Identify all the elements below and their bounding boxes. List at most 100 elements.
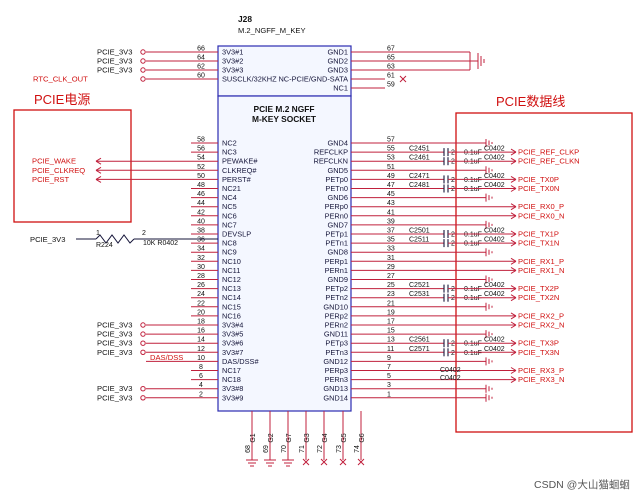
right-pin-59-number: 59 — [387, 82, 395, 89]
left-pin-14-net-port — [140, 340, 146, 346]
right-pin-39-gnd-symbol — [485, 220, 493, 229]
right-pin-27-name: GND9 — [327, 275, 348, 284]
left-pin-16-number: 16 — [197, 328, 205, 335]
left-pin-22-number: 22 — [197, 300, 205, 307]
right-pin-35-net-label: PCIE_TX1N — [518, 239, 559, 248]
right-pin-43-name: PERp0 — [325, 202, 348, 211]
right-pin-9-number: 9 — [387, 355, 391, 362]
right-pin-11-cap-ref: C2571 — [409, 346, 430, 353]
right-pin-55-cap-value: 0.1uF — [464, 150, 482, 157]
right-pin-13-cap-pin2: 2 — [451, 341, 455, 348]
left-pin-20-number: 20 — [197, 309, 205, 316]
left-pin-64-net-label: PCIE_3V3 — [97, 57, 132, 66]
right-pin-27-gnd-symbol — [485, 275, 493, 284]
right-pin-49-cap-package: C0402 — [484, 173, 505, 180]
left-pin-64-name: 3V3#2 — [222, 57, 243, 66]
right-pin-29-net-arrow — [510, 266, 517, 274]
bottom-pin-73-name: G5 — [341, 433, 348, 442]
bottom-pin-69-number: 69 — [263, 445, 270, 453]
left-pin-50-number: 50 — [197, 173, 205, 180]
right-pin-35-name: PETn1 — [325, 239, 348, 248]
bottom-pin-68-name: G1 — [250, 433, 257, 442]
right-pin-35-cap-value: 0.1uF — [464, 241, 482, 248]
data-lines-group-box — [455, 112, 633, 433]
bottom-pin-73-number: 73 — [336, 445, 343, 453]
right-pin-5-net-arrow — [510, 376, 517, 384]
right-pin-15-name: GND11 — [324, 330, 348, 339]
bottom-pin-74-number: 74 — [354, 445, 361, 453]
left-pin-14-number: 14 — [197, 337, 205, 344]
right-pin-3-gnd-symbol — [485, 384, 493, 393]
right-pin-37-cap-value: 0.1uF — [464, 232, 482, 239]
right-pin-41-number: 41 — [387, 209, 395, 216]
left-pin-16-net-label: PCIE_3V3 — [97, 330, 132, 339]
cap-package-extra-2: C0402 — [440, 375, 461, 382]
bottom-pin-71-no-connect — [302, 458, 310, 466]
right-pin-61-number: 61 — [387, 73, 395, 80]
left-pin-26-number: 26 — [197, 282, 205, 289]
right-pin-53-number: 53 — [387, 155, 395, 162]
right-pin-13-cap-package: C0402 — [484, 337, 505, 344]
right-pin-29-net-label: PCIE_RX1_N — [518, 266, 564, 275]
right-pin-25-net-label: PCIE_TX2P — [518, 284, 559, 293]
left-pin-18-name: 3V3#4 — [222, 321, 243, 330]
body-title-line-1: PCIE M.2 NGFF — [254, 104, 315, 114]
right-pin-35-cap-pin2: 2 — [451, 241, 455, 248]
left-pin-58-number: 58 — [197, 137, 205, 144]
left-pin-4-name: 3V3#8 — [222, 384, 243, 393]
left-pin-50-net-arrow — [95, 175, 102, 183]
right-pin-43-net-label: PCIE_RX0_P — [518, 202, 564, 211]
left-pin-64-number: 64 — [197, 55, 205, 62]
right-pin-25-net-arrow — [510, 285, 517, 293]
right-pin-51-number: 51 — [387, 164, 395, 171]
right-pin-19-net-label: PCIE_RX2_P — [518, 311, 564, 320]
left-pin-56-number: 56 — [197, 146, 205, 153]
left-pin-42-number: 42 — [197, 209, 205, 216]
left-pin-12-name: 3V3#7 — [222, 348, 243, 357]
left-pin-66-net-label: PCIE_3V3 — [97, 48, 132, 57]
right-pin-57-number: 57 — [387, 137, 395, 144]
right-pin-19-number: 19 — [387, 309, 395, 316]
left-pin-10-number: 10 — [197, 355, 205, 362]
left-pin-20-name: NC16 — [222, 311, 241, 320]
right-pin-37-number: 37 — [387, 228, 395, 235]
right-pin-31-net-label: PCIE_RX1_P — [518, 257, 564, 266]
right-pin-57-gnd-symbol — [485, 139, 493, 147]
cap-package-extra-1: C0402 — [440, 367, 461, 374]
bottom-pin-69-name: G2 — [268, 433, 275, 442]
left-pin-48-number: 48 — [197, 182, 205, 189]
right-pin-21-name: GND10 — [323, 302, 348, 311]
right-pin-25-cap-package: C0402 — [484, 282, 505, 289]
left-pin-10-name: DAS/DSS# — [222, 357, 259, 366]
left-pin-24-number: 24 — [197, 291, 205, 298]
right-pin-13-net-label: PCIE_TX3P — [518, 339, 559, 348]
left-pin-34-name: NC9 — [222, 248, 237, 257]
left-pin-54-number: 54 — [197, 155, 205, 162]
right-pin-13-net-arrow — [510, 339, 517, 347]
left-pin-60-net-port — [140, 76, 146, 82]
left-pin-52-net-label: PCIE_CLKREQ — [32, 166, 85, 175]
left-pin-16-net-port — [140, 331, 146, 337]
left-pin-42-name: NC6 — [222, 211, 237, 220]
left-pin-28-name: NC12 — [222, 275, 241, 284]
left-pin-44-name: NC5 — [222, 202, 237, 211]
left-pin-2-net-port — [140, 395, 146, 401]
right-pin-37-cap-pin2: 2 — [451, 232, 455, 239]
left-pin-48-name: NC21 — [222, 184, 241, 193]
left-pin-6-name: NC18 — [222, 375, 241, 384]
right-pin-47-cap-pin2: 2 — [451, 186, 455, 193]
right-pin-21-number: 21 — [387, 300, 395, 307]
connector-body-main — [217, 95, 352, 412]
right-pin-19-net-arrow — [510, 312, 517, 320]
right-pin-25-number: 25 — [387, 282, 395, 289]
left-pin-28-number: 28 — [197, 273, 205, 280]
left-pin-4-net-label: PCIE_3V3 — [97, 384, 132, 393]
right-pin-11-name: PETn3 — [325, 348, 348, 357]
right-pin-31-net-arrow — [510, 257, 517, 265]
right-pin-15-number: 15 — [387, 328, 395, 335]
right-pin-7-net-arrow — [510, 367, 517, 374]
bottom-pin-70-number: 70 — [281, 445, 288, 453]
right-pin-37-cap-package: C0402 — [484, 228, 505, 235]
right-pin-17-net-arrow — [510, 321, 517, 329]
